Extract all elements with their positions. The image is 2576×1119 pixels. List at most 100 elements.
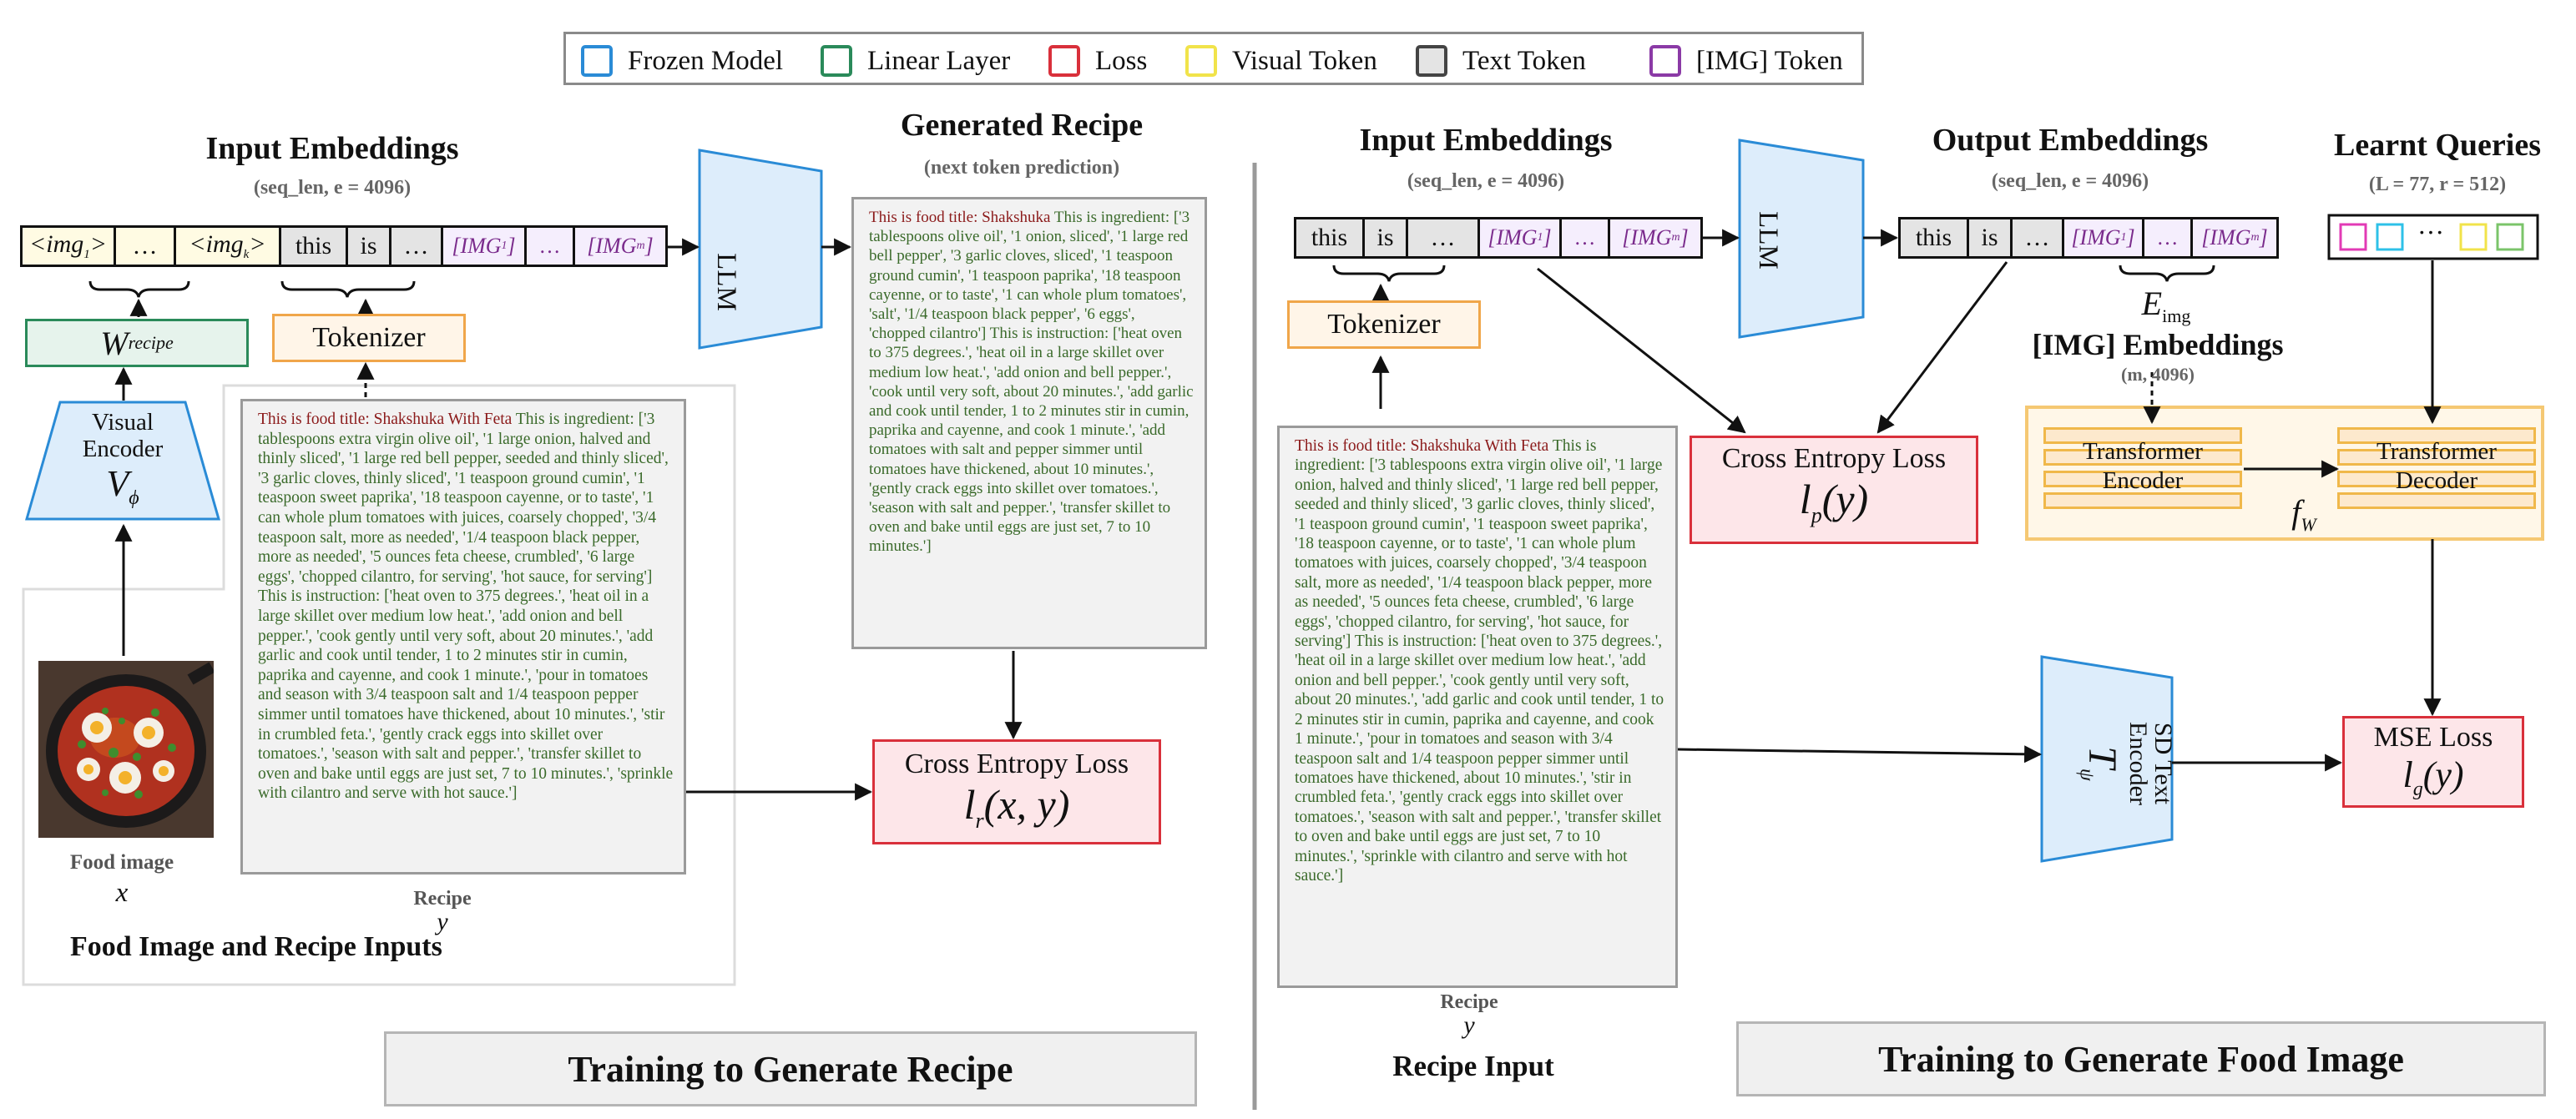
visual-token-swatch [1185, 45, 1217, 77]
decoder-layer [2337, 492, 2536, 509]
legend-item-img-token: [IMG] Token [1649, 43, 1843, 79]
text-token-swatch [1416, 45, 1447, 77]
generated-recipe-title: Generated Recipe [900, 108, 1144, 143]
left-input-embeddings-title: Input Embeddings [205, 131, 459, 166]
left-tokenizer: Tokenizer [272, 314, 466, 362]
loss-swatch [1048, 45, 1080, 77]
generated-body: This is ingredient: ['3 tablespoons oliv… [869, 209, 1194, 556]
loss-formula: lr(x, y) [963, 781, 1070, 833]
left-footer: Training to Generate Recipe [384, 1031, 1197, 1106]
right-recipe-label: Recipe [1440, 991, 1498, 1013]
transformer-encoder-label: Transformer Encoder [2083, 438, 2203, 494]
query-token-cyan [2376, 223, 2404, 251]
visual-token-first: <img1> [23, 228, 116, 265]
output-embeddings-subtitle: (seq_len, e = 4096) [1991, 170, 2149, 192]
food-image [38, 661, 214, 838]
text-token-is: is [348, 228, 391, 265]
brace-visual-tokens [88, 280, 190, 298]
left-recipe-variable: y [437, 908, 448, 935]
recipe-input-title: Recipe Input [1392, 1050, 1554, 1082]
visual-encoder-shape [25, 401, 220, 521]
text-token-this: this [281, 228, 348, 265]
linear-layer-swatch [821, 45, 852, 77]
legend-label: Loss [1095, 45, 1148, 76]
legend-label: Linear Layer [867, 45, 1011, 76]
frozen-model-swatch [581, 45, 613, 77]
left-recipe-label: Recipe [413, 888, 472, 910]
generated-recipe-text: This is food title: Shakshuka This is in… [851, 197, 1207, 649]
legend-item-visual-token: Visual Token [1185, 43, 1377, 79]
query-token-yellow [2459, 223, 2488, 251]
right-tokenizer: Tokenizer [1287, 300, 1481, 349]
loss-formula: lp(y) [1799, 476, 1869, 527]
learnt-queries-subtitle: (L = 77, r = 512) [2368, 174, 2507, 195]
legend-label: Frozen Model [628, 45, 784, 76]
img-embeddings-title: [IMG] Embeddings [2032, 328, 2284, 361]
right-input-embeddings-title: Input Embeddings [1359, 123, 1613, 158]
query-token-green [2496, 223, 2524, 251]
mse-loss: MSE Loss lg(y) [2342, 716, 2524, 808]
brace-right-text-tokens [1332, 265, 1446, 282]
img-token-ellipsis: … [527, 228, 575, 265]
food-image-label: Food image [69, 851, 174, 874]
fw-label: fW [2291, 493, 2316, 535]
text-token-this: this [1296, 219, 1365, 256]
sd-text-encoder-label: SD Text Encoder Tψ [2075, 722, 2177, 805]
brace-img-embeddings [2119, 265, 2215, 282]
sd-text-encoder-shape [2040, 655, 2174, 863]
encoder-layer [2043, 471, 2242, 487]
visual-encoder-label: Visual Encoder Vϕ [82, 409, 164, 509]
img-token-ellipsis: … [2144, 219, 2193, 256]
arrow-input-to-ce-loss [1537, 267, 1746, 434]
img-embeddings-subtitle: (m, 4096) [2121, 364, 2195, 385]
encoder-layer [2043, 427, 2242, 444]
right-recipe-variable: y [1463, 1011, 1475, 1039]
text-token-ellipsis: … [1408, 219, 1480, 256]
legend-item-frozen-model: Frozen Model [581, 43, 783, 79]
legend-label: Text Token [1462, 45, 1586, 76]
legend-label: [IMG] Token [1696, 45, 1843, 76]
visual-token-k: <imgk> [176, 228, 281, 265]
right-llm-shape [1738, 139, 1865, 339]
left-cross-entropy-loss: Cross Entropy Loss lr(x, y) [872, 739, 1161, 844]
food-image-variable: x [115, 878, 129, 908]
generated-recipe-subtitle: (next token prediction) [923, 157, 1120, 179]
text-token-is: is [1365, 219, 1408, 256]
recipe-food-title: This is food title: Shakshuka With Feta [1295, 437, 1549, 455]
e-img-label: Eimg [2141, 285, 2191, 326]
img-token-swatch [1649, 45, 1681, 77]
right-llm-label: LLM [1753, 211, 1783, 270]
learnt-queries-title: Learnt Queries [2333, 128, 2541, 163]
brace-text-tokens [280, 280, 416, 298]
legend-item-linear-layer: Linear Layer [821, 43, 1010, 79]
output-embeddings-title: Output Embeddings [1932, 123, 2209, 158]
left-input-embeddings-subtitle: (seq_len, e = 4096) [253, 177, 412, 199]
right-cross-entropy-loss: Cross Entropy Loss lp(y) [1690, 436, 1978, 544]
right-footer: Training to Generate Food Image [1736, 1021, 2546, 1096]
arrow-output-to-ce-loss [1876, 261, 2008, 434]
encoder-layer [2043, 492, 2242, 509]
inputs-group-outline [22, 384, 736, 986]
loss-formula: lg(y) [2402, 754, 2464, 800]
query-token-pink [2339, 223, 2367, 251]
left-llm-label: LLM [711, 253, 741, 311]
transformer-decoder-label: Transformer Decoder [2376, 438, 2497, 494]
arrow-recipe-to-sd-encoder [1677, 745, 2043, 764]
recipe-body: This is ingredient: ['3 tablespoons extr… [258, 411, 674, 803]
recipe-body: This is ingredient: ['3 tablespoons extr… [1295, 437, 1664, 885]
legend: Frozen Model Linear Layer Loss Visual To… [563, 32, 1864, 85]
text-token-ellipsis: … [391, 228, 443, 265]
decoder-layer [2337, 449, 2536, 466]
encoder-layer [2043, 449, 2242, 466]
visual-token-ellipsis: … [116, 228, 176, 265]
text-token-is: is [1969, 219, 2013, 256]
